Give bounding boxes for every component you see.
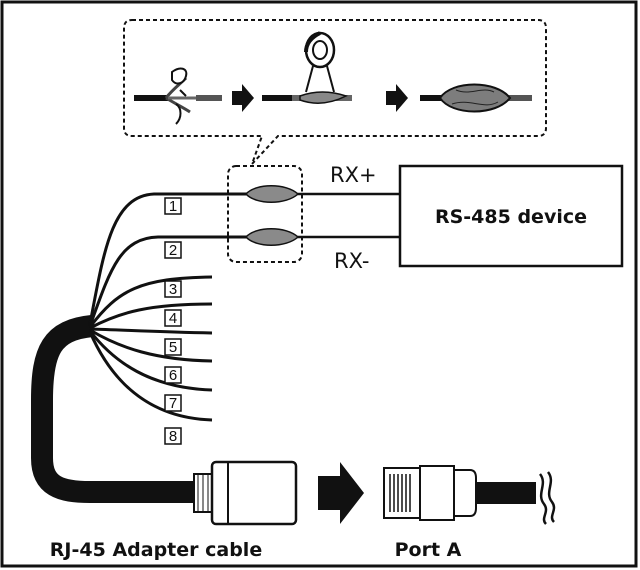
- splice-rx-plus: [244, 185, 300, 203]
- callout-bubble: [123, 19, 547, 165]
- port-a-label: Port A: [395, 539, 462, 561]
- arrow-right-icon: [232, 84, 254, 112]
- adapter-cable: [31, 192, 252, 503]
- wire-number-2: 2: [164, 241, 182, 259]
- port-a-connector: [383, 465, 556, 525]
- port-cable: [476, 482, 536, 504]
- wire-7: [88, 330, 213, 392]
- wire-number-labels: 1 2 3 4 5 6 7 8: [164, 197, 182, 445]
- wire-number-3: 3: [164, 280, 182, 298]
- wire-number-7: 7: [164, 394, 182, 412]
- svg-text:7: 7: [169, 395, 177, 412]
- wire-8: [88, 331, 213, 422]
- wire-strip-twist-icon: [134, 67, 222, 125]
- wire-2: [88, 235, 252, 327]
- svg-text:5: 5: [169, 339, 177, 356]
- adapter-cable-label: RJ-45 Adapter cable: [50, 539, 262, 561]
- rs485-device-box: [398, 164, 624, 268]
- wire-number-5: 5: [164, 338, 182, 356]
- svg-text:1: 1: [169, 198, 177, 215]
- wire-3: [88, 275, 213, 328]
- wire-number-1: 1: [164, 197, 182, 215]
- wire-number-6: 6: [164, 366, 182, 384]
- svg-text:4: 4: [169, 310, 177, 327]
- wire-5: [89, 327, 213, 335]
- main-cable: [31, 315, 196, 503]
- svg-text:2: 2: [169, 242, 177, 259]
- wire-4: [89, 302, 213, 330]
- svg-text:8: 8: [169, 428, 177, 445]
- arrow-right-icon: [386, 84, 408, 112]
- wire-number-8: 8: [164, 427, 182, 445]
- splice-callout: [123, 19, 547, 165]
- splice-rx-minus: [244, 228, 300, 246]
- arrow-right-icon: [318, 462, 364, 524]
- wire-number-4: 4: [164, 309, 182, 327]
- insulated-splice-icon: [420, 83, 532, 113]
- svg-text:3: 3: [169, 281, 177, 298]
- rs485-device: RS-485 device: [398, 164, 624, 268]
- tape-wrap-icon: [262, 31, 352, 104]
- rj45-adapter-plug: [193, 460, 298, 526]
- rs485-device-label: RS-485 device: [435, 206, 587, 228]
- splice-zoom-box: [227, 165, 303, 263]
- wire-1: [88, 192, 252, 325]
- rx-plus-label: RX+: [330, 163, 377, 187]
- wire-6: [89, 328, 213, 363]
- svg-text:6: 6: [169, 367, 177, 384]
- rx-minus-label: RX-: [334, 249, 370, 273]
